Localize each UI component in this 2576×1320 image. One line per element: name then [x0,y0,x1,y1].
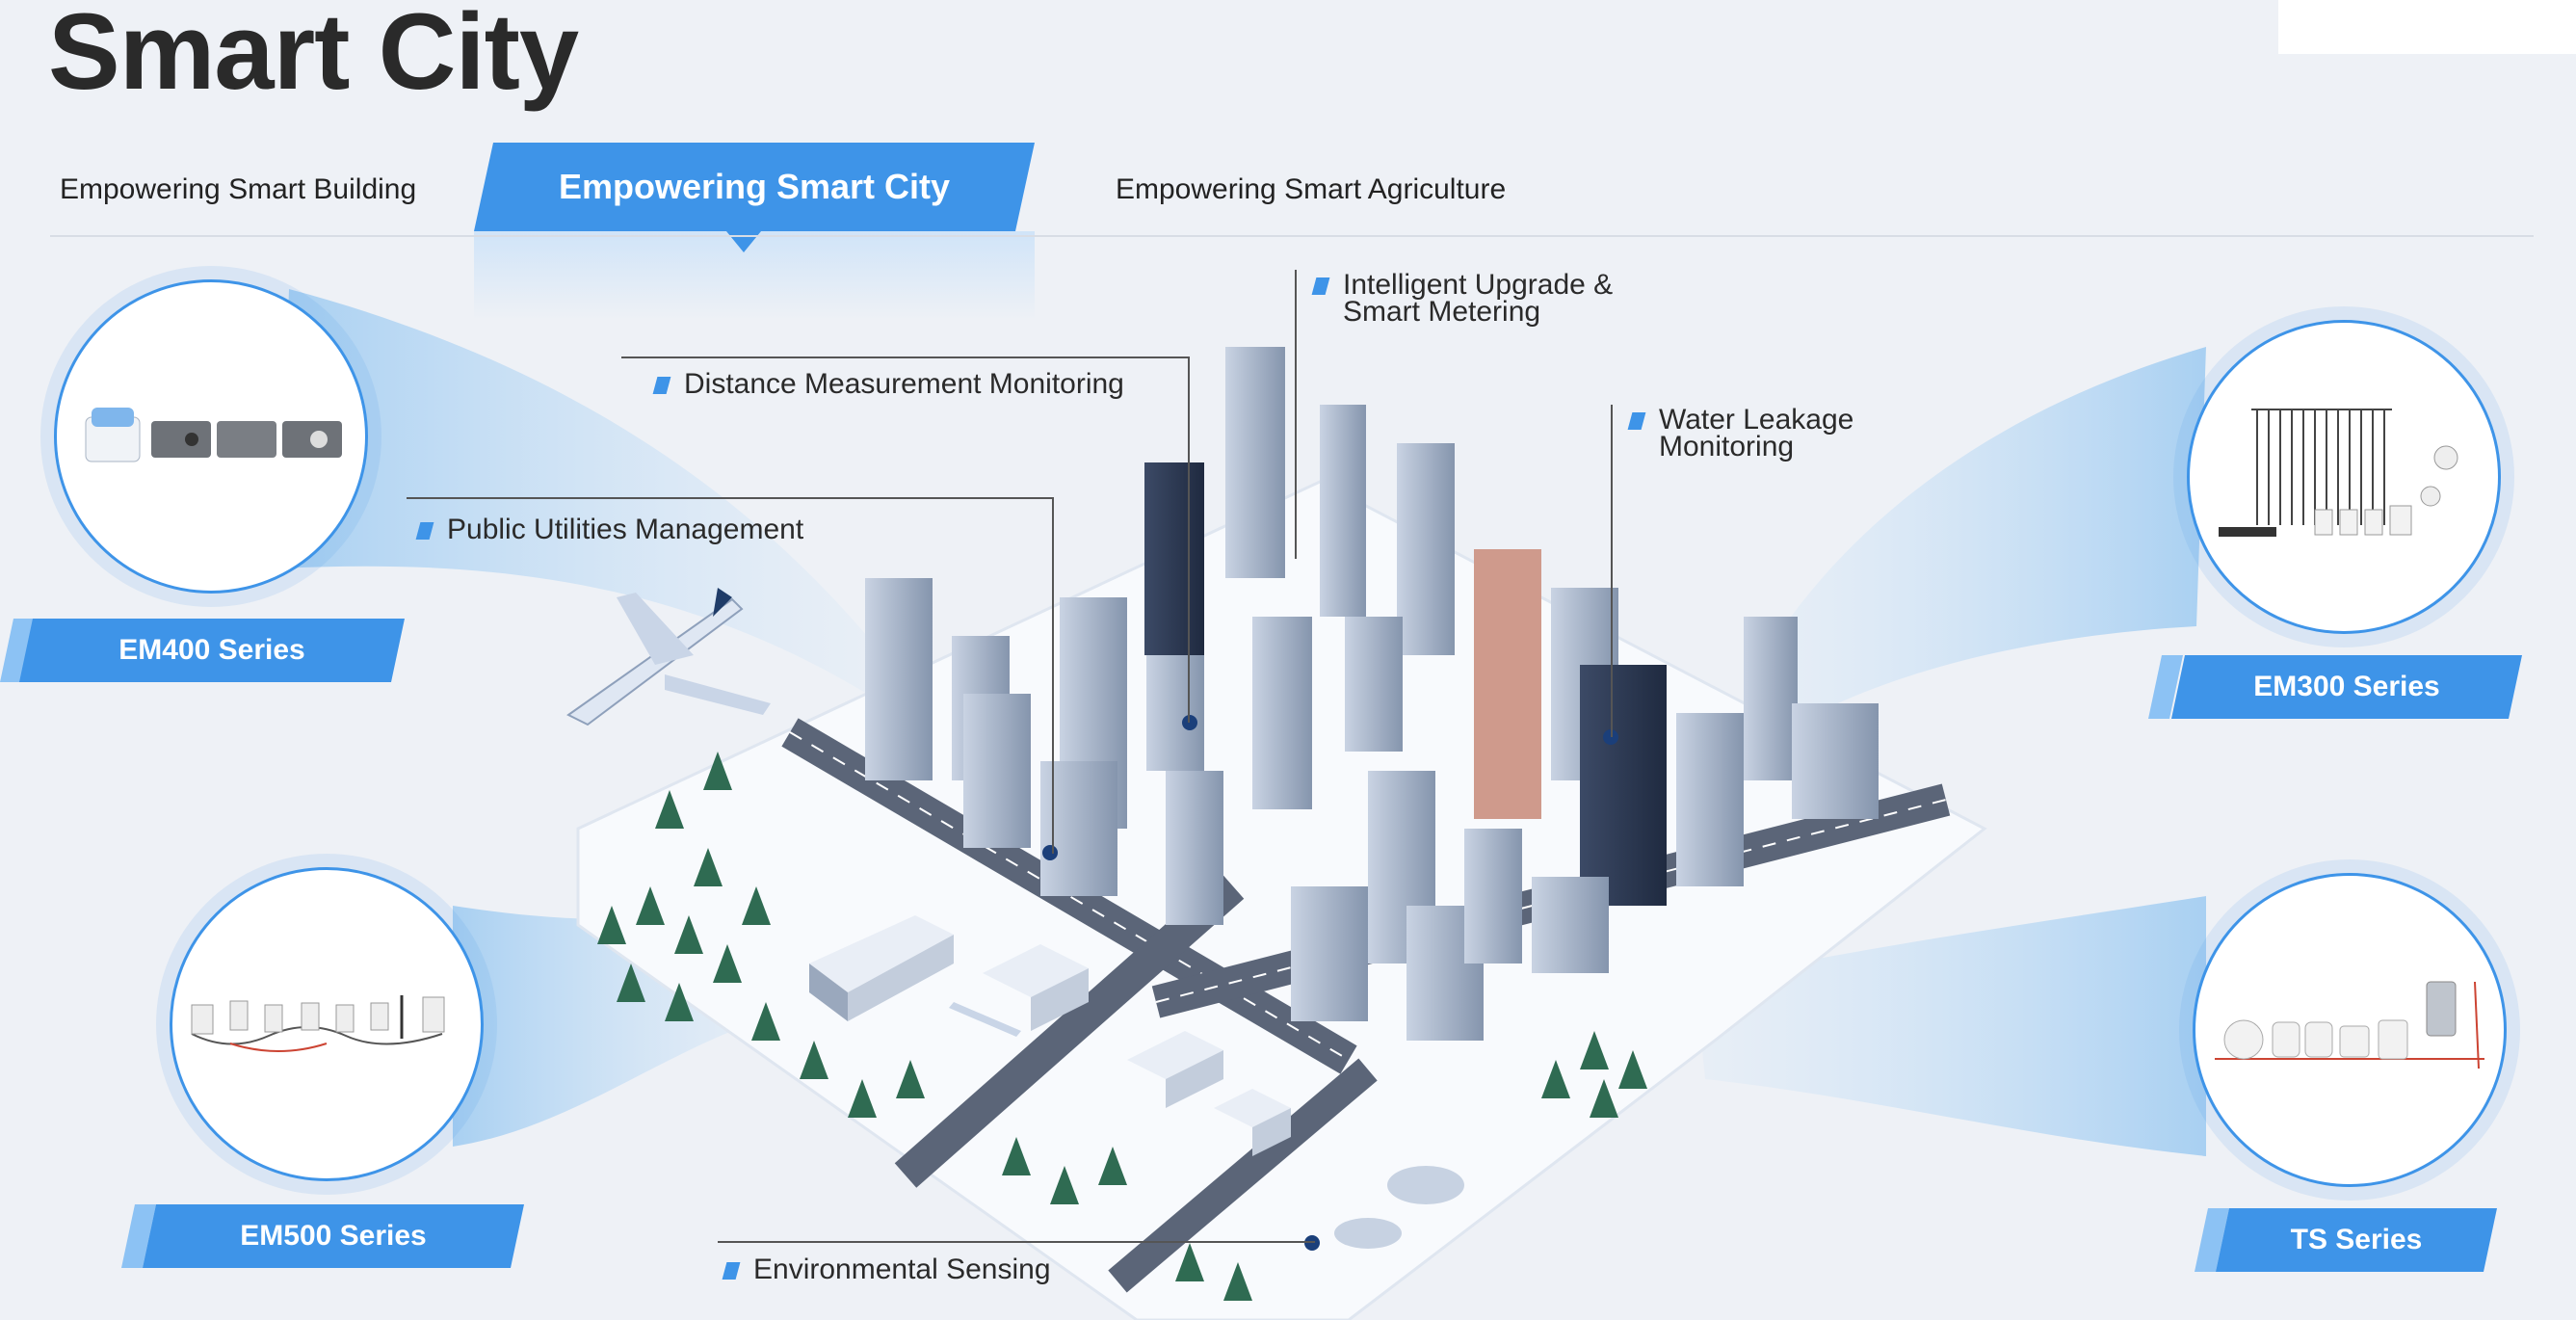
leader-distance [621,356,1190,358]
page-title: Smart City [48,0,579,112]
skyscrapers [865,347,1879,1041]
leader-utilities-drop [1052,497,1054,854]
leader-environment [718,1241,1315,1243]
callout-environmental-sensing: Environmental Sensing [722,1254,1051,1285]
tab-divider [50,235,2534,237]
callout-marker [415,522,434,540]
tree-cluster-left [597,752,1252,1301]
leader-water [1611,405,1613,737]
tab-smart-city[interactable]: Empowering Smart City [474,143,1035,320]
tab-smart-building[interactable]: Empowering Smart Building [60,173,417,205]
callout-distance-measurement: Distance Measurement Monitoring [652,368,1124,400]
tab-smart-city-label: Empowering Smart City [474,143,1035,231]
callout-environment-text: Environmental Sensing [753,1254,1051,1285]
leader-distance-drop [1188,356,1190,723]
airplane-icon [566,588,771,726]
ts-product-image[interactable] [2193,873,2507,1187]
callout-water-text: Water Leakage Monitoring [1659,404,1854,462]
callout-upgrade-text: Intelligent Upgrade & Smart Metering [1343,269,1614,328]
airport-terminal [809,915,1089,1031]
callout-upgrade-metering: Intelligent Upgrade & Smart Metering [1311,269,1614,328]
sensor-dots [1042,715,1618,1251]
em400-devices-icon [85,408,342,462]
beam-ts [1695,896,2206,1156]
callout-water-leakage: Water Leakage Monitoring [1627,404,1854,462]
em500-product-image[interactable] [170,867,484,1181]
em500-series-button[interactable]: EM500 Series [143,1204,524,1268]
callout-public-utilities: Public Utilities Management [415,514,804,545]
ts-series-button[interactable]: TS Series [2216,1208,2497,1272]
em300-series-button[interactable]: EM300 Series [2171,655,2522,719]
callout-marker [722,1262,741,1280]
callout-marker [1627,412,1646,430]
callout-distance-text: Distance Measurement Monitoring [684,368,1124,400]
em300-product-image[interactable] [2187,320,2501,634]
em300-devices-icon [2219,409,2458,537]
em400-product-image[interactable] [54,279,368,594]
leader-upgrade [1295,270,1297,559]
tree-cluster-right [1541,1031,1647,1118]
em400-series-button[interactable]: EM400 Series [19,619,405,682]
callout-utilities-text: Public Utilities Management [447,514,804,545]
leader-utilities [407,497,1054,499]
small-airplane-icon [949,1002,1021,1037]
callout-marker [1311,277,1330,295]
ts-devices-icon [2215,981,2484,1069]
south-buildings [1127,1031,1464,1249]
beam-em300 [1753,347,2206,732]
callout-marker [652,377,671,394]
em500-devices-icon [191,995,445,1052]
tab-smart-agriculture[interactable]: Empowering Smart Agriculture [1116,173,1507,205]
corner-panel [2278,0,2576,54]
